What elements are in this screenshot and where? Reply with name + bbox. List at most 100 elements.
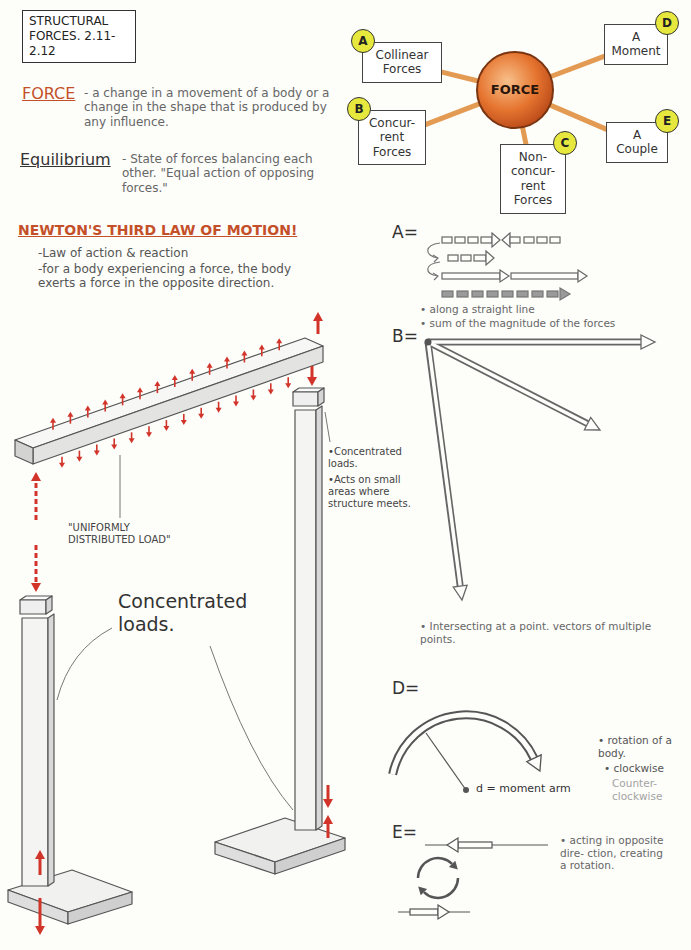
connector-line [551, 56, 604, 76]
distributed-load-arrow [226, 361, 228, 369]
collinear-sketch [448, 255, 458, 261]
concurrent-sketch [428, 342, 588, 424]
distributed-load-arrow [198, 414, 204, 419]
distributed-load-arrow [76, 457, 82, 462]
couple-sketch [424, 878, 458, 898]
distributed-load-arrow [233, 402, 239, 407]
collinear-sketch [537, 237, 547, 243]
concentrated-load-arrow [39, 857, 42, 875]
concept-box: CNon- concur- rent Forces [500, 144, 566, 214]
distributed-load-arrow [85, 406, 91, 411]
distributed-load-arrow [268, 389, 274, 394]
couple-sketch [458, 842, 492, 848]
column [295, 410, 316, 830]
concentrated-load-arrow [327, 785, 330, 801]
moment-sketch [527, 755, 541, 771]
distributed-load-arrow [241, 351, 247, 356]
distributed-load-arrow [250, 396, 256, 401]
footing-slab [215, 842, 275, 874]
concept-box: ACollinear Forces [362, 42, 442, 83]
concurrent-sketch [641, 335, 655, 349]
note-text: • rotation of a body. [598, 734, 684, 759]
collinear-sketch [532, 291, 543, 297]
concentrated-load-arrow [35, 479, 38, 520]
definition-text: - a change in a movement of a body or a … [84, 86, 336, 129]
note-text: • acting in opposite dire- ction, creati… [560, 834, 672, 872]
connector-line [523, 128, 526, 144]
definition-text: - State of forces balancing each other. … [122, 152, 344, 195]
callout-note: •Concentrated loads. [328, 446, 422, 470]
distributed-load-arrow [157, 385, 159, 393]
concentrated-load-arrow [327, 822, 330, 838]
concept-box: DA Moment [604, 24, 668, 65]
collinear-sketch [510, 237, 520, 243]
note-text: • along a straight line [420, 303, 535, 316]
frame-drawing [8, 338, 345, 924]
moment-sketch [463, 787, 469, 793]
concurrent-sketch [428, 339, 641, 346]
collinear-sketch [578, 270, 587, 282]
term-heading: FORCE [22, 84, 75, 103]
leader-line [325, 412, 330, 442]
couple-sketch [438, 905, 449, 919]
distributed-load-arrow [259, 344, 265, 349]
connector-line [442, 72, 477, 81]
concurrent-sketch [584, 417, 600, 430]
note-text: Counter- clockwise [612, 777, 686, 802]
distributed-load-arrow [79, 451, 81, 458]
distributed-load-arrow [209, 367, 211, 375]
distributed-load-arrow [154, 381, 160, 386]
concept-text: A Couple [612, 128, 662, 157]
distributed-load-arrow [270, 383, 272, 390]
distributed-load-arrow [59, 463, 65, 468]
collinear-sketch [455, 237, 465, 243]
distributed-load-arrow [191, 373, 193, 381]
concurrent-sketch [429, 345, 461, 587]
center-circle: FORCE [475, 50, 555, 130]
distributed-load-arrow [70, 416, 72, 424]
distributed-load-arrow [189, 369, 195, 374]
concept-text: A Moment [610, 30, 662, 59]
distributed-load-arrow [244, 354, 246, 362]
column-cap [318, 388, 324, 406]
concept-text: Concur- rent Forces [364, 116, 420, 159]
couple-sketch [418, 886, 427, 895]
diagram-tag: A= [392, 222, 418, 242]
concurrent-sketch [425, 335, 656, 600]
moment-sketch [393, 715, 534, 775]
distributed-load-arrow [218, 402, 220, 409]
collinear-sketch [560, 288, 570, 300]
distributed-load-arrow [96, 445, 98, 452]
footing-slab [68, 892, 132, 924]
couple-sketch [410, 909, 438, 915]
concentrated-load-arrow [307, 377, 317, 386]
beam [33, 346, 323, 464]
distributed-load-arrow [87, 410, 89, 418]
concentrated-load-arrow [35, 850, 45, 859]
letter-badge: A [351, 29, 375, 53]
collinear-sketch [511, 273, 578, 279]
distributed-load-arrow [50, 418, 56, 423]
collinear-sketch [433, 255, 438, 262]
leader-lines [57, 412, 330, 810]
note-text: • clockwise [604, 762, 664, 775]
diagram-tag: B= [392, 326, 418, 346]
collinear-sketch [481, 237, 492, 243]
distributed-load-arrow [129, 438, 135, 443]
distributed-load-arrow [285, 383, 291, 388]
connector-line [426, 104, 479, 124]
distributed-load-arrow [224, 357, 230, 362]
couple-sketch [447, 838, 458, 852]
collinear-sketch [461, 255, 471, 261]
distributed-load-arrow [276, 338, 282, 343]
note-text: -Law of action & reaction [38, 246, 188, 260]
distributed-load-arrows [50, 338, 291, 468]
collinear-sketch [442, 291, 453, 297]
collinear-sketch [428, 233, 587, 300]
note-text: • sum of the magnitude of the forces [420, 317, 615, 330]
connector-line [551, 105, 606, 129]
collinear-sketch [442, 288, 570, 300]
leader-line [57, 628, 112, 700]
column-cap [293, 392, 318, 406]
concentrated-load-arrow [313, 312, 323, 321]
